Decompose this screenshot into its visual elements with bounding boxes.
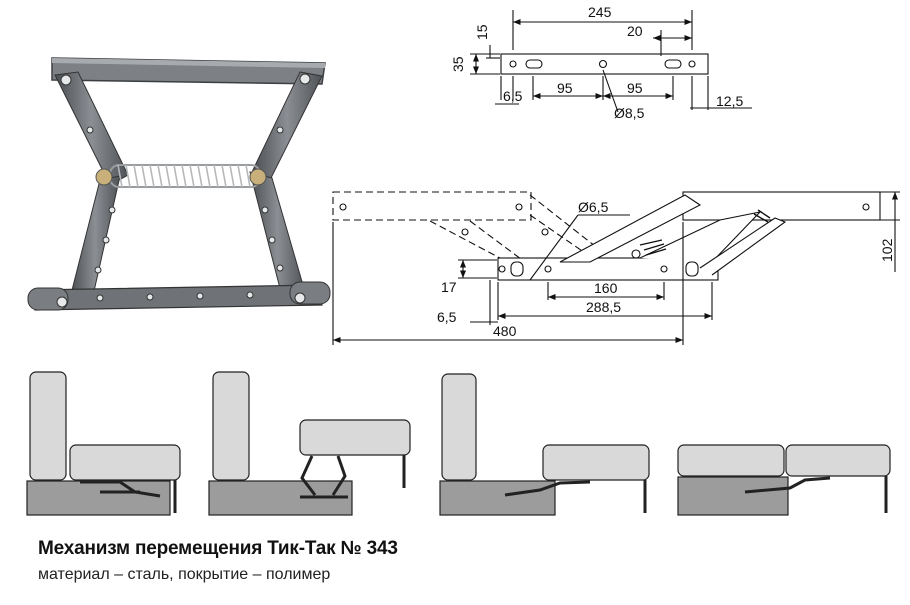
dim-base-length: 288,5 — [586, 299, 621, 315]
dim-height-inner: 15 — [474, 24, 490, 40]
page-title: Механизм перемещения Тик-Так № 343 — [38, 538, 398, 559]
dim-side-edge-offset: 6,5 — [437, 309, 457, 325]
side-view-drawing — [332, 191, 900, 345]
dim-center-hole-diameter: Ø8,5 — [614, 105, 645, 121]
dim-hole-spacing-left: 95 — [557, 80, 573, 96]
dim-pivot-diameter: Ø6,5 — [578, 199, 609, 215]
sofa-stage-1 — [26, 371, 181, 516]
sofa-stage-3 — [439, 373, 650, 516]
dim-height: 102 — [879, 238, 895, 262]
dim-slot-offset: 20 — [627, 23, 643, 39]
dim-base-offset: 17 — [441, 279, 457, 295]
dim-total-length: 245 — [588, 4, 612, 20]
top-plate-drawing — [470, 10, 752, 113]
mechanism-photo — [27, 57, 331, 311]
dim-height-outer: 35 — [450, 56, 466, 72]
page-subtitle: материал – сталь, покрытие – полимер — [38, 566, 331, 583]
dim-side-hole-spacing: 160 — [594, 280, 618, 296]
top-plate-dimension-labels: 245 20 35 15 6,5 95 95 Ø8,5 12,5 — [450, 4, 743, 121]
dim-end-offset: 12,5 — [716, 93, 743, 109]
side-view-dimension-labels: Ø6,5 102 17 6,5 160 288,5 480 — [437, 199, 895, 339]
sofa-stage-4 — [677, 444, 891, 516]
dim-hole-spacing-right: 95 — [627, 80, 643, 96]
dim-side-total-length: 480 — [493, 323, 517, 339]
product-figure: 245 20 35 15 6,5 95 95 Ø8,5 12,5 — [26, 4, 900, 516]
dim-edge-offset: 6,5 — [503, 88, 523, 104]
sofa-stage-2 — [208, 371, 411, 516]
